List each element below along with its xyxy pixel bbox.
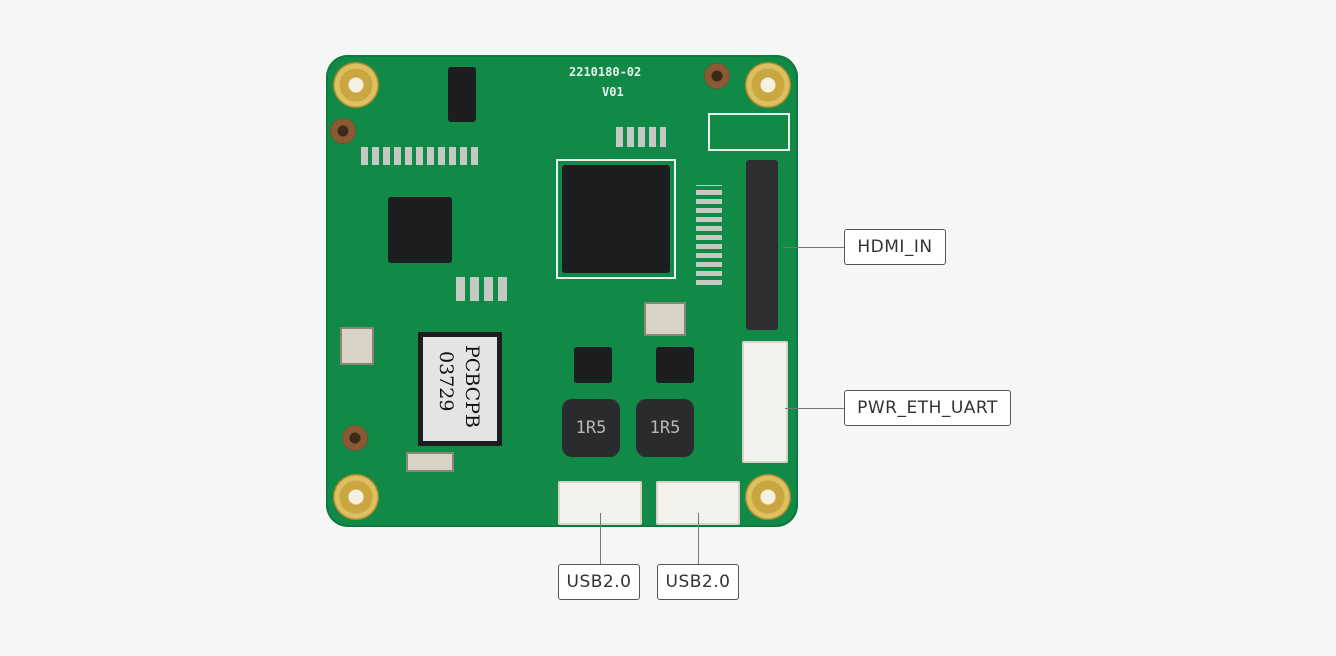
chip-label-line2: 03729 <box>435 351 457 412</box>
inductor: 1R5 <box>562 399 620 457</box>
mounting-hole <box>745 474 791 520</box>
mosfet-chip <box>574 347 612 383</box>
hdmi-fpc-connector <box>746 160 778 330</box>
crystal <box>644 302 686 336</box>
usb-connector-left <box>558 481 642 525</box>
chip-label-line1: PCBCPB <box>461 345 483 428</box>
transformer-chip: PCBCPB 03729 <box>418 332 502 446</box>
resistor-array <box>361 147 481 165</box>
qfn-chip <box>388 197 452 263</box>
via-hole <box>704 63 730 89</box>
callout-line <box>785 408 844 409</box>
silkscreen-part-number: 2210180-02 <box>569 65 642 79</box>
regulator-chip <box>448 67 476 122</box>
inductor: 1R5 <box>636 399 694 457</box>
callout-line <box>783 247 844 248</box>
mounting-hole <box>333 474 379 520</box>
callout-line <box>698 513 699 564</box>
mounting-hole <box>333 62 379 108</box>
mosfet-chip <box>656 347 694 383</box>
soc-outline <box>556 159 676 279</box>
callout-line <box>600 513 601 564</box>
main-soc-chip <box>562 165 670 273</box>
header-outline <box>708 113 790 151</box>
via-hole <box>342 425 368 451</box>
passive-array <box>696 185 722 285</box>
label-usb-left: USB2.0 <box>558 564 640 600</box>
crystal <box>340 327 374 365</box>
capacitor <box>406 452 454 472</box>
label-hdmi-in: HDMI_IN <box>844 229 946 265</box>
mounting-hole <box>745 62 791 108</box>
label-pwr-eth-uart: PWR_ETH_UART <box>844 390 1011 426</box>
pwr-eth-uart-connector <box>742 341 788 463</box>
pcb-board: 2210180-02 V01 1R5 1R5 <box>326 55 798 527</box>
silkscreen-version: V01 <box>602 85 624 99</box>
label-usb-right: USB2.0 <box>657 564 739 600</box>
resistor-array <box>616 127 666 147</box>
passive-array <box>456 277 512 301</box>
via-hole <box>330 118 356 144</box>
